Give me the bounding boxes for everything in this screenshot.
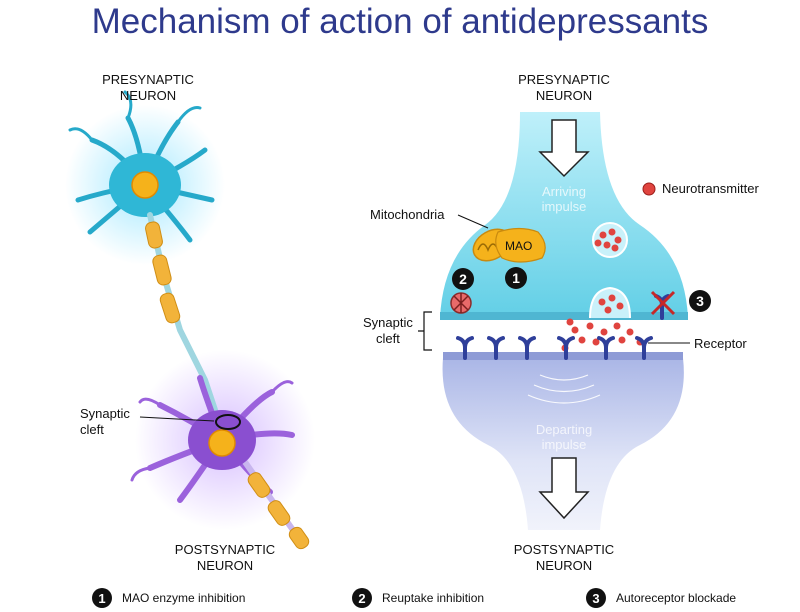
right-postsynaptic-label: POSTSYNAPTIC NEURON — [500, 542, 628, 574]
departing-impulse-line1: Departing — [535, 422, 593, 437]
synaptic-cleft-bracket — [418, 311, 432, 351]
neurotransmitter-key-dot — [642, 182, 656, 196]
badge-1: 1 — [505, 267, 527, 289]
receptors — [456, 336, 653, 360]
mitochondria-pointer — [457, 214, 489, 229]
right-presynaptic-label-line2: NEURON — [535, 88, 593, 103]
exocytosis-vesicle — [589, 286, 631, 319]
badge-3: 3 — [689, 290, 711, 312]
synapse-illustration — [418, 112, 690, 530]
depolarization-waves — [527, 374, 601, 404]
postsynaptic-membrane — [443, 352, 683, 360]
left-neuron-illustration — [65, 90, 315, 550]
legend-text-1: MAO enzyme inhibition — [122, 591, 246, 605]
right-postsynaptic-label-line2: NEURON — [535, 558, 593, 573]
right-presynaptic-label-line1: PRESYNAPTIC — [518, 72, 610, 87]
neurotransmitter-label: Neurotransmitter — [662, 181, 759, 196]
legend-number-3: 3 — [586, 588, 606, 608]
right-synaptic-cleft-line1: Synaptic — [363, 315, 413, 330]
right-postsynaptic-label-line1: POSTSYNAPTIC — [513, 542, 615, 557]
myelin-sheath — [145, 221, 181, 324]
mitochondria-label: Mitochondria — [370, 207, 445, 222]
left-postsynaptic-label: POSTSYNAPTIC NEURON — [160, 542, 290, 574]
left-postsynaptic-label-line2: NEURON — [196, 558, 254, 573]
arriving-impulse-line2: impulse — [541, 199, 587, 214]
departing-impulse-label: Departing impulse — [514, 422, 614, 452]
presynaptic-terminal — [440, 112, 688, 318]
arriving-arrow — [538, 119, 590, 178]
reuptake-blocked-mark — [453, 293, 469, 313]
vesicle — [592, 222, 628, 258]
mao-enzyme — [495, 227, 546, 263]
synaptic-cleft-pointer — [139, 416, 215, 422]
departing-impulse-line2: impulse — [541, 437, 587, 452]
right-presynaptic-label: PRESYNAPTIC NEURON — [504, 72, 624, 104]
vesicle-neurotransmitters — [594, 228, 622, 252]
left-synaptic-cleft-label: Synaptic cleft — [80, 406, 130, 438]
presynaptic-membrane — [440, 312, 688, 320]
left-synaptic-cleft-line1: Synaptic — [80, 406, 130, 421]
synapse-marker — [215, 414, 241, 430]
badge-2: 2 — [452, 268, 474, 290]
receptor-label: Receptor — [694, 336, 747, 351]
page-title: Mechanism of action of antidepressants — [91, 2, 709, 41]
right-synaptic-cleft-label: Synaptic cleft — [363, 315, 413, 347]
left-synaptic-cleft-line2: cleft — [80, 422, 104, 437]
legend-number-2: 2 — [352, 588, 372, 608]
left-presynaptic-label: PRESYNAPTIC NEURON — [88, 72, 208, 104]
departing-arrow — [538, 457, 590, 520]
arriving-impulse-label: Arriving impulse — [514, 184, 614, 214]
postsynaptic-axon — [242, 460, 310, 550]
presynaptic-nucleus — [131, 171, 159, 199]
right-synaptic-cleft-line2: cleft — [376, 331, 400, 346]
autoreceptor-blocked-mark — [650, 290, 676, 316]
postsynaptic-terminal — [442, 358, 684, 530]
postsynaptic-nucleus — [208, 429, 236, 457]
legend-item-3: 3 Autoreceptor blockade — [586, 588, 736, 608]
left-presynaptic-label-line1: PRESYNAPTIC — [102, 72, 194, 87]
legend-text-2: Reuptake inhibition — [382, 591, 485, 605]
legend-item-1: 1 MAO enzyme inhibition — [92, 588, 245, 608]
left-presynaptic-label-line2: NEURON — [119, 88, 177, 103]
legend-text-3: Autoreceptor blockade — [616, 591, 737, 605]
arriving-impulse-line1: Arriving — [541, 184, 587, 199]
left-postsynaptic-label-line1: POSTSYNAPTIC — [174, 542, 276, 557]
mao-label: MAO — [505, 239, 533, 253]
legend-item-2: 2 Reuptake inhibition — [352, 588, 484, 608]
legend-number-1: 1 — [92, 588, 112, 608]
